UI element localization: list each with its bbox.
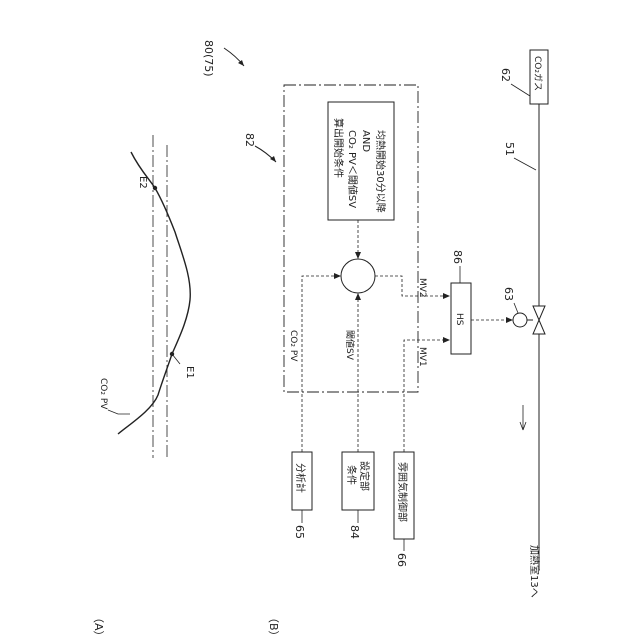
valve-icon [533,306,545,334]
panel-b-label: （B） [267,612,280,640]
curve-label-leader [108,410,130,414]
co2pv-arrowhead [334,273,341,279]
valve-actuator [513,313,527,327]
comparator-circle [341,259,375,293]
sensor-ref: 62 [499,68,512,82]
condition-title: 算出開始条件 [332,118,345,178]
co2pv-signal-line [302,276,336,452]
condition-arrowhead [355,252,361,259]
hs-ref: 86 [451,250,464,264]
hs-to-valve-arrowhead [506,317,513,323]
co2pv-signal-label: CO₂ PV [288,330,298,362]
mv2-label: MV2 [417,278,427,298]
threshold-signal-label: 閾値SV [344,330,356,361]
mv2-signal-line [375,276,445,296]
analyzer-ref: 65 [293,525,306,539]
panel-a: （A） E2 E1 CO₂ PV [92,135,195,640]
destination-label: 加熱室13へ [528,545,541,598]
point-e2-label: E2 [137,176,148,189]
curve-label: CO₂ PV [98,378,108,410]
co2-pv-curve [118,152,190,434]
panel-b: （B） 82 算出開始条件 CO₂ PV＜閾値SV AND 均熱開始30分以降 … [243,50,548,640]
atm-label: 雰囲気制御部 [396,462,409,522]
sensor-ref-leader [511,84,530,96]
point-e1-leader [172,354,180,364]
valve-ref: 63 [502,287,515,301]
mv1-label: MV1 [417,347,427,367]
point-e2-leader [148,178,155,188]
analyzer-label: 分析計 [294,463,307,493]
mv1-arrowhead [443,337,450,343]
setter-ref: 84 [348,525,361,539]
pipe-ref: 51 [503,142,516,156]
setter-label-line2: 設定部 [358,461,371,491]
threshold-arrowhead [355,293,361,300]
atm-ref: 66 [395,553,408,567]
pipe-ref-leader [514,158,536,170]
controller-ref: 82 [243,133,256,147]
valve-ref-leader [514,303,518,313]
condition-1: CO₂ PV＜閾値SV [346,130,359,208]
panel-a-label: （A） [92,612,105,640]
mv2-arrowhead [443,293,450,299]
setter-label-line1: 条件 [345,465,358,485]
point-e1-label: E1 [184,366,195,379]
condition-and: AND [360,130,371,152]
hs-label: HS [454,313,464,326]
condition-2: 均熱開始30分以降 [374,130,387,213]
co2-gas-label: CO₂ガス [532,56,543,91]
figure-ref: 80(75) [202,40,215,77]
